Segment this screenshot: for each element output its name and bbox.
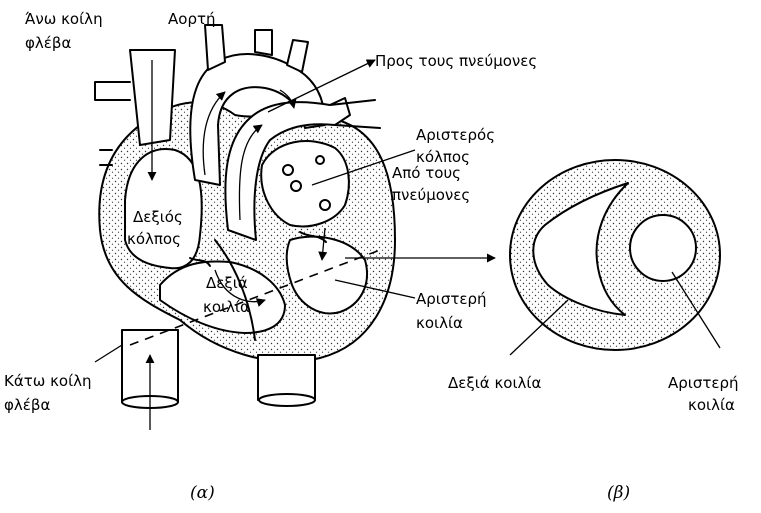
- label-from-lungs-line2: πνεύμονες: [392, 186, 470, 204]
- left-atrium-cavity: [260, 140, 350, 228]
- label-right-ventricle-b: Δεξιά κοιλία: [448, 374, 542, 392]
- label-aorta: Αορτή: [168, 10, 216, 28]
- leader-left-ventricle: [334, 279, 416, 299]
- label-left-atrium-line2: κόλπος: [416, 148, 470, 166]
- flow-arrow-aorta: [202, 91, 226, 176]
- tricuspid-valve: [189, 257, 211, 267]
- flow-arrow-arch: [279, 89, 297, 109]
- septum: [214, 239, 256, 341]
- pulmonary-trunk: [224, 97, 351, 241]
- aortic-arch: [189, 53, 326, 186]
- leader-cross-lv: [671, 271, 721, 349]
- pulmonary-vein-3: [315, 155, 325, 165]
- section-line: [129, 249, 381, 346]
- leader-to-lungs: [267, 59, 376, 113]
- label-right-ventricle-a-line2: κοιλία: [203, 298, 250, 316]
- svc-branch-lower: [99, 149, 113, 166]
- pulmonary-artery-branch: [329, 99, 381, 129]
- label-left-ventricle-a-line1: Αριστερή: [416, 290, 487, 308]
- cross-section-outer: [509, 159, 721, 351]
- svc-branch: [94, 81, 131, 101]
- leader-left-atrium: [311, 149, 416, 186]
- caption-b: (β): [607, 483, 630, 503]
- label-superior-vena-cava-line1: Άνω κοίλη: [25, 10, 103, 28]
- label-to-lungs: Προς τους πνεύμονες: [375, 52, 537, 70]
- aortic-branch-2: [254, 29, 273, 56]
- left-ventricle-cavity: [285, 235, 368, 315]
- label-inferior-vena-cava-line2: φλέβα: [4, 396, 50, 414]
- label-right-atrium-line2: κόλπος: [127, 230, 181, 248]
- pulmonary-vein-1: [282, 164, 294, 176]
- label-left-atrium-line1: Αριστερός: [416, 126, 495, 144]
- pulmonary-vein-2: [290, 180, 302, 192]
- label-superior-vena-cava-line2: φλέβα: [25, 34, 71, 52]
- heart-longitudinal-section: [94, 24, 397, 430]
- right-ventricle-cavity: [159, 260, 286, 334]
- heart-cross-section: [509, 159, 721, 356]
- aortic-branch-1: [204, 24, 226, 71]
- flow-arrow-la-lv: [318, 227, 328, 261]
- leader-ivc: [94, 344, 123, 363]
- pulmonary-vein-4: [319, 199, 331, 211]
- aortic-branch-3: [286, 39, 309, 73]
- flow-arrow-pulmonary: [238, 124, 263, 221]
- label-left-ventricle-b-line1: Αριστερή: [668, 374, 739, 392]
- label-left-ventricle-a-line2: κοιλία: [416, 314, 463, 332]
- label-right-ventricle-a-line1: Δεξιά: [206, 274, 248, 292]
- label-from-lungs-line1: Από τους: [392, 164, 461, 182]
- caption-a: (α): [190, 483, 215, 503]
- label-inferior-vena-cava-line1: Κάτω κοίλη: [4, 372, 92, 390]
- label-right-atrium-line1: Δεξιός: [133, 208, 183, 226]
- cross-right-ventricle-cavity: [532, 182, 629, 316]
- label-left-ventricle-b-line2: κοιλία: [688, 396, 735, 414]
- cross-left-ventricle-cavity: [629, 214, 697, 282]
- flow-arrow-rv: [214, 269, 266, 307]
- aorta-stub-opening: [258, 393, 316, 407]
- leader-cross-rv: [509, 299, 569, 356]
